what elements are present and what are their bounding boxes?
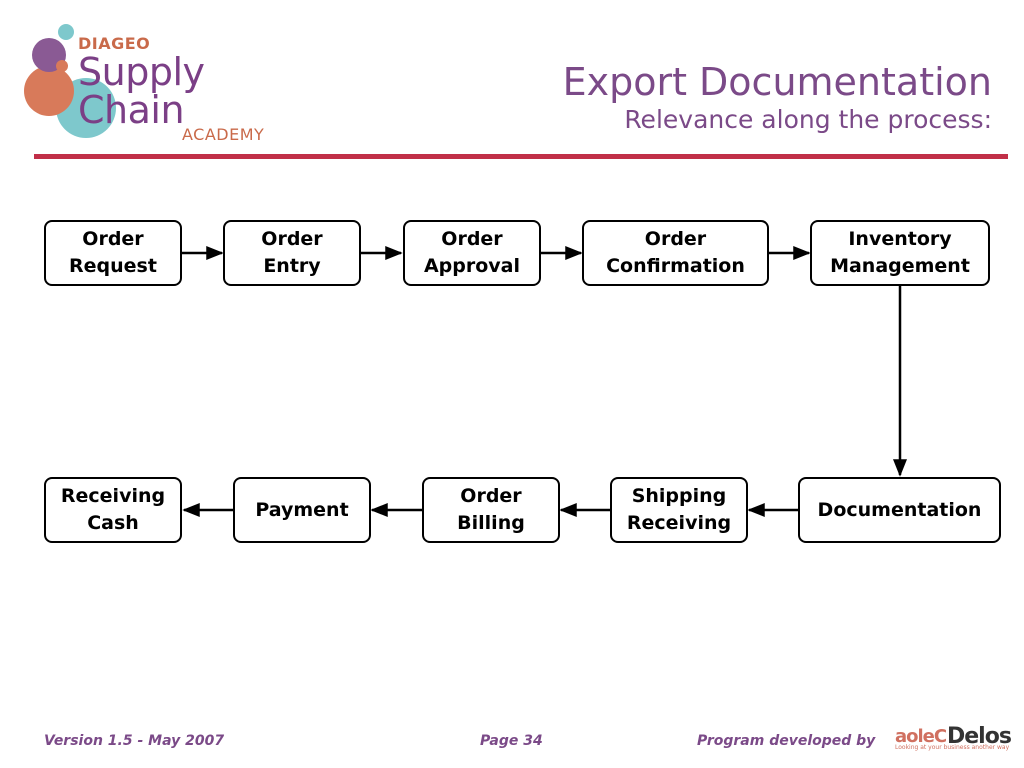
- page-title: Export Documentation: [562, 60, 992, 104]
- logo-brand: DIAGEO: [78, 34, 151, 53]
- step-label-line1: Order: [82, 228, 144, 250]
- footer-version: Version 1.5 - May 2007: [44, 733, 225, 749]
- logo-circle-small-teal: [58, 24, 74, 40]
- step-label-line2: Request: [69, 255, 157, 277]
- step-label-line1: Documentation: [817, 498, 982, 521]
- step-label-line2: Management: [830, 255, 970, 277]
- step-label-line1: Payment: [255, 498, 349, 521]
- step-label-line2: Billing: [457, 512, 525, 534]
- footer-program: Program developed by: [697, 733, 876, 749]
- step-documentation: Documentation: [798, 477, 1001, 543]
- step-label-line1: Order: [441, 228, 503, 250]
- logo-text: DIAGEO Supply Chain ACADEMY: [78, 34, 320, 144]
- step-label-line2: Receiving: [626, 512, 732, 534]
- footer-page-number: Page 34: [480, 733, 543, 749]
- step-payment: Payment: [233, 477, 371, 543]
- step-label-line1: Receiving: [60, 485, 166, 507]
- logo-sub: ACADEMY: [182, 125, 265, 144]
- logo-name: Supply Chain: [78, 50, 205, 132]
- step-label-line1: Order: [261, 228, 323, 250]
- header: Export Documentation Relevance along the…: [563, 60, 992, 136]
- step-label-line1: Shipping: [631, 485, 727, 507]
- page-subtitle: Relevance along the process:: [624, 105, 992, 134]
- delos-logo: aoleC Delos Looking at your business ano…: [895, 724, 1012, 752]
- delos-logo-mark: aoleC: [895, 726, 947, 747]
- step-label-line2: Entry: [263, 255, 321, 277]
- step-label-line2: Confirmation: [606, 255, 745, 277]
- step-label-line1: Inventory: [848, 228, 952, 250]
- step-label-line2: Approval: [423, 255, 521, 277]
- logo-circle-small-orange: [56, 60, 68, 72]
- step-label-line2: Cash: [87, 512, 139, 534]
- header-divider: [34, 154, 1008, 159]
- academy-logo: DIAGEO Supply Chain ACADEMY: [20, 20, 320, 160]
- logo-circle-orange: [24, 66, 74, 116]
- step-label-line1: Order: [644, 228, 707, 250]
- delos-logo-name: Delos: [947, 724, 1012, 749]
- delos-logo-tagline: Looking at your business another way: [895, 744, 1010, 751]
- step-label-line1: Order: [460, 485, 522, 507]
